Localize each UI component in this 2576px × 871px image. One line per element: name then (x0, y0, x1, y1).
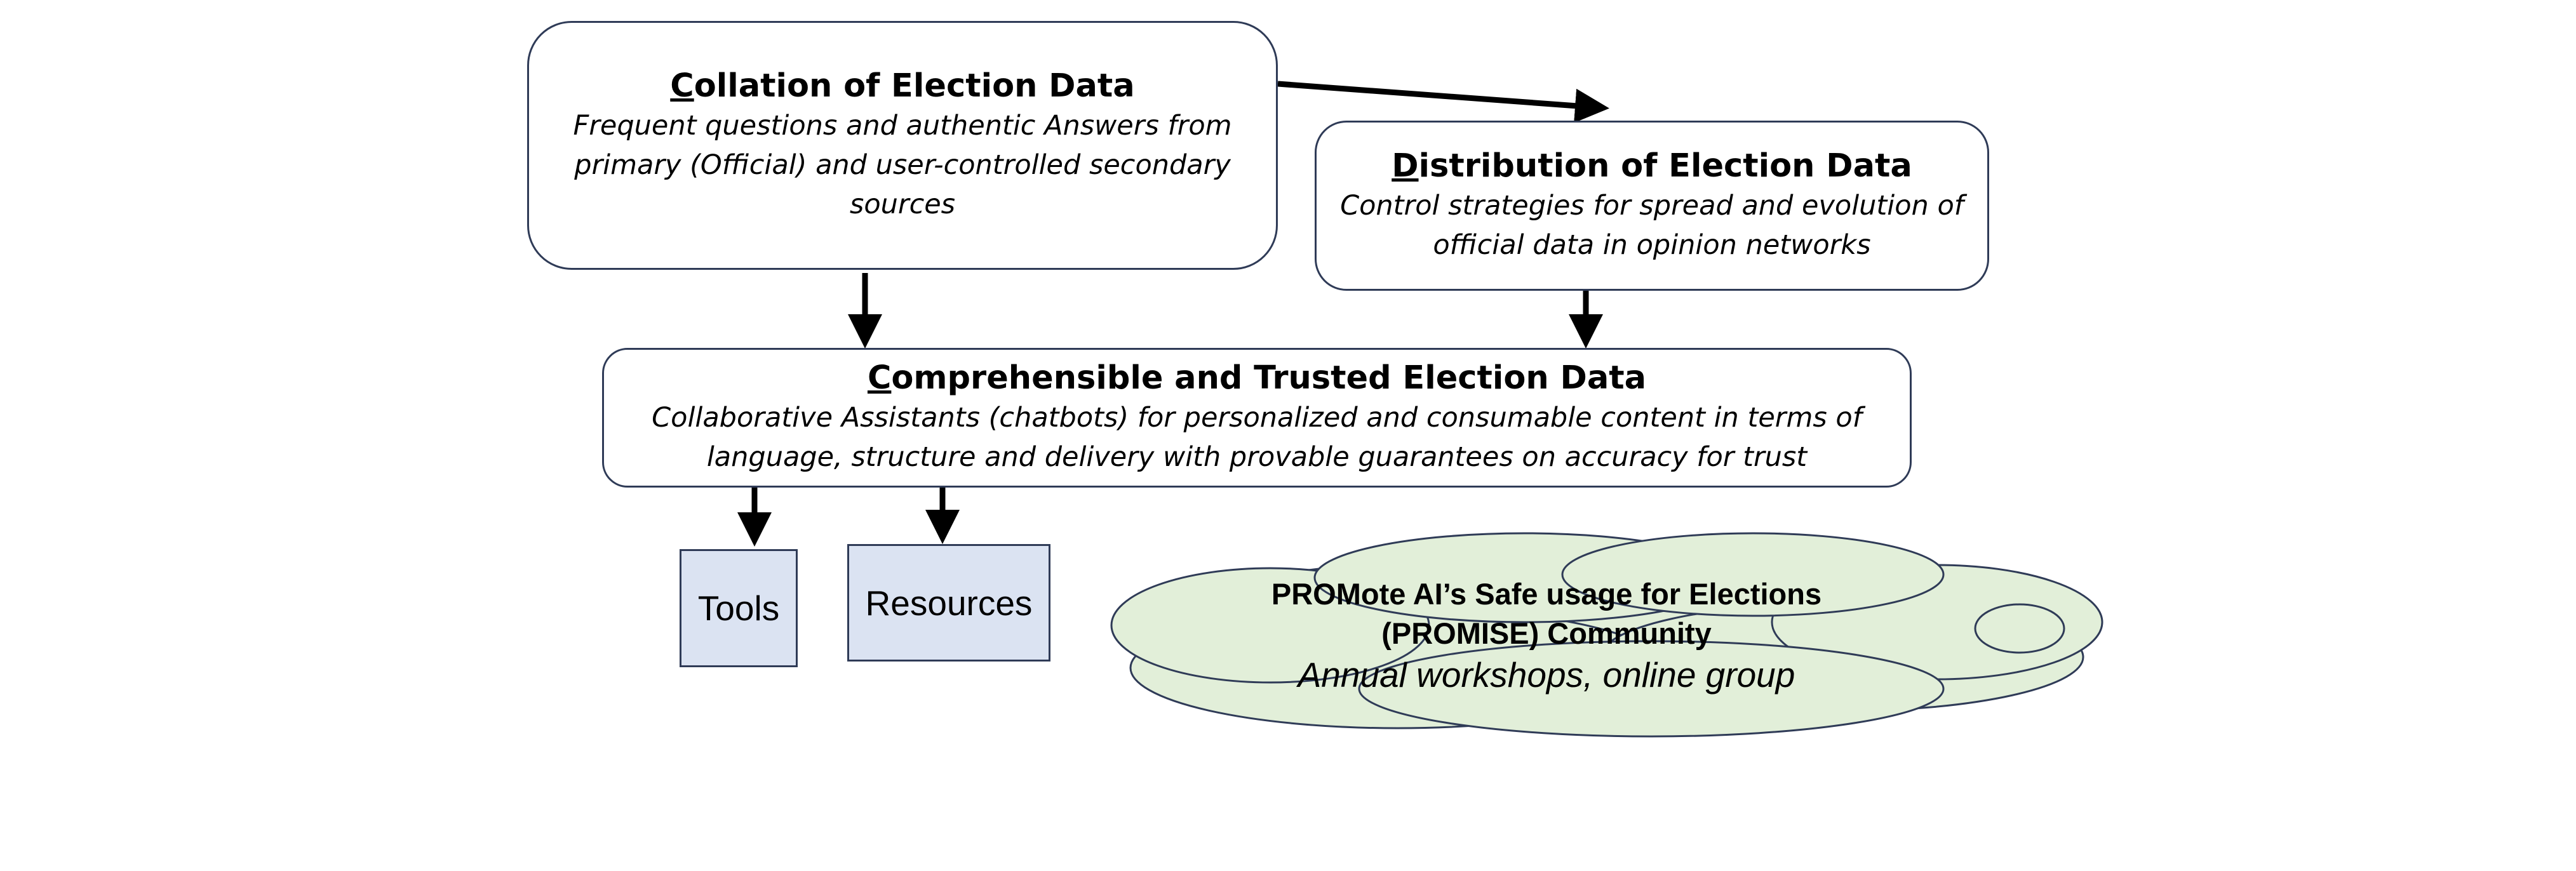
collation-title-rest: ollation of Election Data (694, 67, 1135, 105)
tools-box: Tools (680, 549, 798, 667)
resources-box: Resources (847, 544, 1050, 662)
collation-description-line1: Frequent questions and authentic Answers… (573, 110, 1232, 142)
distribution-description-line1: Control strategies for spread and evolut… (1340, 190, 1964, 222)
distribution-title-rest: istribution of Election Data (1418, 147, 1912, 185)
community-title-line1: PROMote AI’s Safe usage for Elections (1271, 577, 1822, 611)
collation-title-initial: C (670, 67, 694, 105)
comprehensible-title: Comprehensible and Trusted Election Data (868, 359, 1646, 398)
collation-description-line2: primary (Official) and user-controlled s… (574, 149, 1231, 220)
community-text: PROMote AI’s Safe usage for Elections (P… (1207, 575, 1886, 696)
comprehensible-title-rest: omprehensible and Trusted Election Data (891, 359, 1647, 397)
distribution-title-initial: D (1392, 147, 1419, 185)
distribution-title: Distribution of Election Data (1392, 147, 1912, 186)
comprehensible-box: Comprehensible and Trusted Election Data… (602, 348, 1912, 488)
comprehensible-description-line2: language, structure and delivery with pr… (706, 441, 1808, 473)
arrow-collation-to-distribution (1277, 81, 1609, 123)
community-title: PROMote AI’s Safe usage for Elections (P… (1207, 575, 1886, 653)
comprehensible-description-line1: Collaborative Assistants (chatbots) for … (652, 402, 1862, 434)
collation-title: Collation of Election Data (670, 67, 1134, 106)
community-subtitle: Annual workshops, online group (1298, 655, 1795, 695)
distribution-description-line2: official data in opinion networks (1433, 229, 1871, 261)
distribution-box: Distribution of Election Data Control st… (1315, 121, 1989, 291)
community-cloud (1110, 532, 2103, 738)
community-title-line2: (PROMISE) Community (1381, 616, 1712, 650)
collation-box: Collation of Election Data Frequent ques… (527, 21, 1278, 270)
comprehensible-title-initial: C (867, 359, 892, 397)
